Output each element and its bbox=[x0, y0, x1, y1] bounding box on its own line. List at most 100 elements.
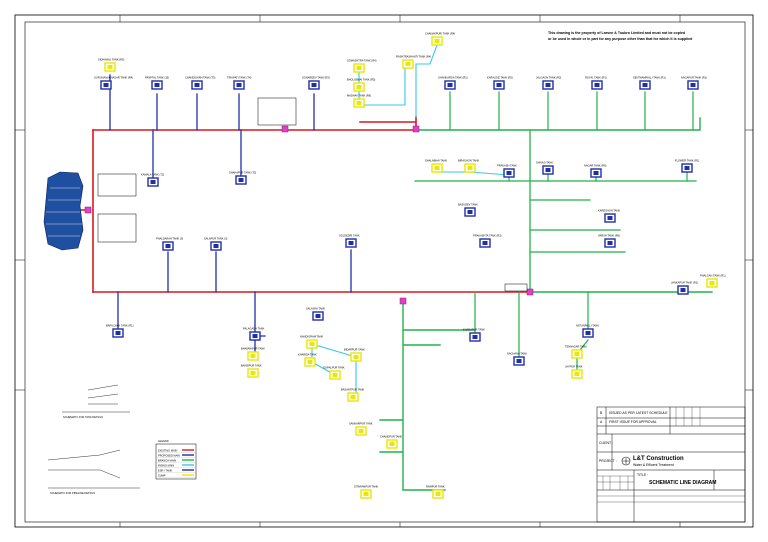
drawing-title: SCHEMATIC LINE DIAGRAM bbox=[649, 480, 716, 486]
tank-t22: PRAKASH TANK bbox=[497, 164, 517, 178]
tank-t44: BASANTPUR TANK bbox=[341, 388, 365, 402]
tank-core bbox=[389, 442, 395, 446]
tank-t40: NANDIGRAM TANK bbox=[300, 335, 324, 349]
junction-j1 bbox=[281, 125, 289, 133]
project-label: PROJECT : bbox=[599, 459, 617, 463]
tank-core bbox=[607, 241, 613, 245]
junction-layer bbox=[84, 125, 534, 305]
tank-label: PANPTAL TANK (15) bbox=[145, 76, 169, 80]
tank-core bbox=[165, 244, 171, 248]
tank-label: GURUNANAKNAGAR TANK (R4) bbox=[94, 76, 133, 80]
legend-row-label: RISING MAIN bbox=[158, 464, 174, 468]
tank-t6: SONARDEV TANK (R3) bbox=[302, 76, 330, 90]
tank-label: BIRAGAON TANK bbox=[458, 159, 479, 163]
tank-core bbox=[574, 352, 580, 356]
border-ticks bbox=[15, 15, 753, 527]
tank-core bbox=[435, 492, 441, 496]
tank-label: SONARDEV TANK (R3) bbox=[302, 76, 330, 80]
company-name: L&T Construction bbox=[633, 456, 684, 462]
tank-label: SANKARPUR TANK bbox=[349, 422, 373, 426]
tank-t23: SHIVAJI TANK bbox=[536, 161, 554, 175]
tank-t42: GOPALPUR TANK bbox=[323, 366, 345, 380]
legend-row-label: EXISTING MAIN bbox=[158, 449, 177, 453]
tank-core bbox=[690, 83, 696, 87]
tank-layer: SIDHAVALI TANK (R5) GURUNANAKNAGAR TANK (… bbox=[94, 32, 726, 499]
title-block bbox=[596, 406, 746, 523]
tank-t1: SIDHAVALI TANK (R5) bbox=[98, 58, 124, 72]
tank-label: KARAUGE TANK (R2) bbox=[487, 76, 513, 80]
note-box-3 bbox=[97, 213, 137, 243]
notice-line-1: This drawing is the property of Larsen &… bbox=[548, 31, 685, 35]
source-reservoir bbox=[43, 171, 84, 251]
tank-core bbox=[356, 66, 362, 70]
tank-core bbox=[238, 178, 244, 182]
note-label-tank-details: SCHEMATIC FOR TANK DETAILS bbox=[63, 415, 103, 419]
legend-row-label: SUMP bbox=[158, 474, 166, 478]
tank-core bbox=[642, 83, 648, 87]
tank-t25: FLOWER TANK (R1) bbox=[675, 159, 699, 173]
legend-row: BRANCH MAIN bbox=[157, 459, 196, 463]
tank-t51: CHANDPUR TANK bbox=[380, 435, 402, 449]
tank-t2: GURUNANAKNAGAR TANK (R4) bbox=[94, 76, 133, 90]
tank-core bbox=[353, 355, 359, 359]
legend-row: RISING MAIN bbox=[157, 464, 196, 468]
tank-label: BASUDEV TANK bbox=[458, 203, 478, 207]
tank-core bbox=[472, 335, 478, 339]
tank-label: SIDHAVALI TANK (R5) bbox=[98, 58, 124, 62]
tank-label: SOMASHTRA TANK (R4) bbox=[347, 59, 377, 63]
junction-j2 bbox=[412, 125, 420, 133]
tank-core bbox=[350, 395, 356, 399]
tank-label: BASANTPUR TANK bbox=[341, 388, 365, 392]
tank-t34: PHALGAN TANK (R1) bbox=[700, 274, 726, 288]
tank-label: PHALGAN TANK (R1) bbox=[700, 274, 726, 278]
tank-core bbox=[405, 62, 411, 66]
tank-t39: BANSIPUR TANK bbox=[241, 364, 262, 378]
legend-row-label: ESR / TANK bbox=[158, 469, 172, 473]
tank-label: BHOLOBHAI TANK (R5) bbox=[347, 78, 375, 82]
tank-label: SENTHAMPALLI TANK (R1) bbox=[633, 76, 666, 80]
tank-core bbox=[434, 166, 440, 170]
tank-core bbox=[154, 83, 160, 87]
company-logo bbox=[621, 456, 631, 466]
tank-core bbox=[236, 83, 242, 87]
tank-core bbox=[307, 360, 313, 364]
tank-label: ROYAL TANK (R1) bbox=[585, 76, 607, 80]
junction-j5 bbox=[526, 288, 534, 296]
tank-label: CHANDIGARH TANK (T3) bbox=[185, 76, 215, 80]
tank-label: PHALDARAH TANK (3) bbox=[156, 237, 183, 241]
tank-label: RAMPUR TANK bbox=[426, 485, 445, 489]
tank-t8: BHOLOBHAI TANK (R5) bbox=[347, 78, 375, 92]
tank-t20: DHALABHAI TANK bbox=[425, 159, 447, 173]
tank-core bbox=[150, 180, 156, 184]
tank-t3: PANPTAL TANK (15) bbox=[145, 76, 169, 90]
tank-t29: VARSH TANK (R5) bbox=[598, 234, 620, 248]
legend-row: EXISTING MAIN bbox=[157, 449, 196, 453]
left-notes bbox=[47, 384, 140, 489]
tank-label: KAREGAON TANK bbox=[598, 209, 620, 213]
tank-label: KHARAPUR TANK bbox=[463, 328, 485, 332]
tank-core bbox=[107, 65, 113, 69]
tank-core bbox=[434, 39, 440, 43]
tank-t27: PRAKASHTA TANK (R3) bbox=[473, 234, 502, 248]
branch-main-mid bbox=[414, 129, 697, 293]
tank-t38: BHAVANIPUR TANK bbox=[241, 347, 265, 361]
tank-t13: KARAUGE TANK (R2) bbox=[487, 76, 513, 90]
tank-t37: PALAGADH TANK bbox=[243, 327, 265, 341]
tank-label: CHANAKPURI TANK (R4) bbox=[425, 32, 455, 36]
tank-core bbox=[358, 429, 364, 433]
tank-label: SALASINI TANK bbox=[306, 307, 325, 311]
tank-t47: NATUNPALLI TANK bbox=[576, 324, 599, 338]
tank-label: MADHAV TANK (R6) bbox=[347, 94, 371, 98]
tank-core bbox=[348, 241, 354, 245]
junction-j3 bbox=[84, 206, 92, 214]
tank-core bbox=[496, 83, 502, 87]
legend-row: ESR / TANK bbox=[157, 469, 196, 473]
tank-core bbox=[467, 210, 473, 214]
tank-label: CHANDPUR TANK bbox=[380, 435, 402, 439]
tank-t49: JAYPUR TANK bbox=[565, 365, 583, 379]
legend-row: SUMP bbox=[157, 474, 196, 478]
note-box-4 bbox=[504, 283, 528, 292]
tank-label: DHALABHAI TANK bbox=[425, 159, 447, 163]
tank-t10: RASHTRASHANTI TANK (R4) bbox=[396, 55, 431, 69]
